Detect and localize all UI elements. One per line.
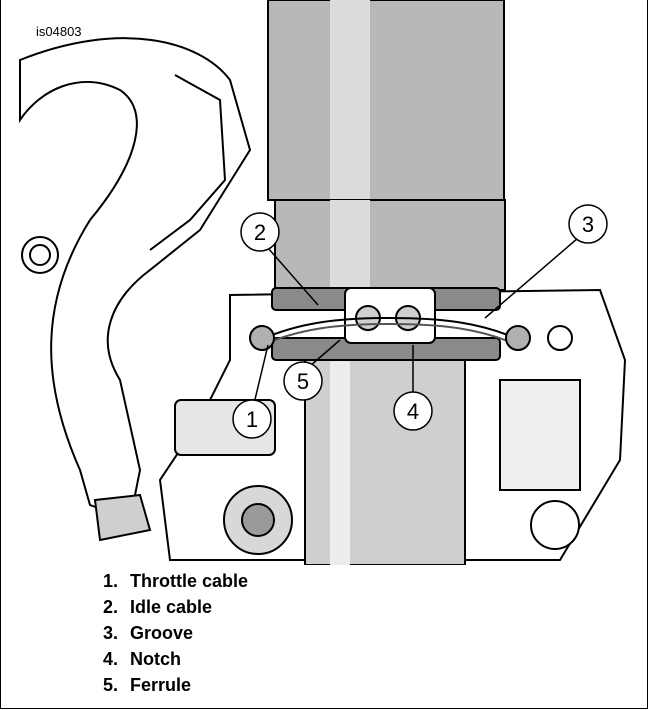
legend-item: 4. Notch <box>88 646 248 672</box>
legend-number: 5. <box>102 675 118 695</box>
cable <box>249 316 531 351</box>
legend-label: Notch <box>130 649 181 669</box>
callout-2: 2 <box>240 212 280 252</box>
leader-lines <box>251 237 579 413</box>
callout-4: 4 <box>393 391 433 431</box>
legend-number: 4. <box>102 649 118 669</box>
figure-id: is04803 <box>36 24 82 39</box>
legend: 1. Throttle cable 2. Idle cable 3. Groove 4… <box>88 568 248 698</box>
svg-text:5: 5 <box>297 369 309 394</box>
illustration: 2 3 5 4 1 <box>19 0 627 565</box>
legend-number: 2. <box>102 597 118 617</box>
legend-item: 1. Throttle cable <box>88 568 248 594</box>
legend-label: Groove <box>130 623 194 643</box>
legend-label: Throttle cable <box>130 571 249 591</box>
legend-number: 3. <box>102 623 118 643</box>
legend-item: 2. Idle cable <box>88 594 248 620</box>
svg-text:2: 2 <box>254 220 266 245</box>
legend-number: 1. <box>102 571 118 591</box>
legend-label: Idle cable <box>130 597 213 617</box>
svg-text:1: 1 <box>246 407 258 432</box>
svg-text:3: 3 <box>582 212 594 237</box>
legend-item: 5. Ferrule <box>88 672 248 698</box>
callout-1: 1 <box>232 399 272 439</box>
callout-3: 3 <box>568 204 608 244</box>
callout-5: 5 <box>283 361 323 401</box>
left-housing <box>19 37 252 542</box>
svg-text:4: 4 <box>407 399 419 424</box>
legend-item: 3. Groove <box>88 620 248 646</box>
legend-label: Ferrule <box>130 675 192 695</box>
pulley-bands <box>271 287 501 361</box>
throttle-tube <box>267 0 506 565</box>
